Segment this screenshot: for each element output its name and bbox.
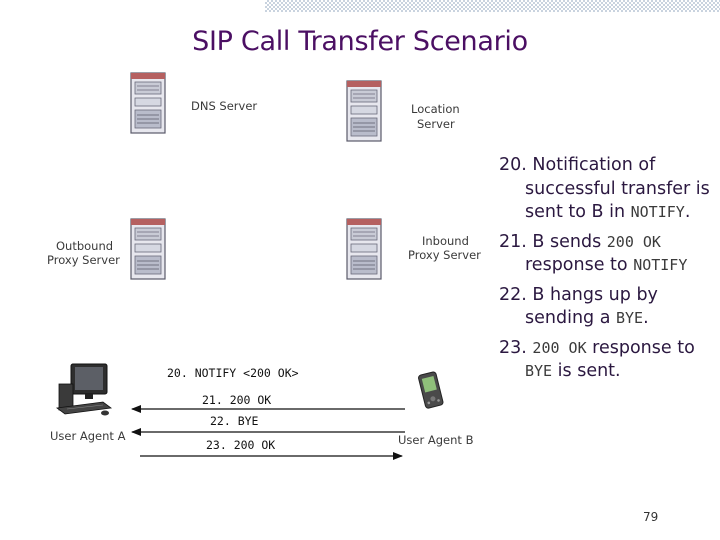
- pda-device-icon: [416, 371, 446, 415]
- step-number: 21.: [499, 231, 527, 252]
- message-20-notify: 20. NOTIFY <200 OK>: [167, 366, 299, 380]
- inbound-proxy-label-line1: Inbound: [422, 234, 469, 248]
- location-server-label-line2: Server: [417, 117, 455, 131]
- message-22-bye: 22. BYE: [210, 414, 259, 428]
- outbound-proxy-label-line1: Outbound: [56, 239, 114, 253]
- step-text: response to: [525, 255, 634, 275]
- step-text: Notification of successful transfer is s…: [525, 155, 710, 222]
- outbound-proxy-label-line2: Proxy Server: [47, 253, 120, 267]
- user-agent-a-label: User Agent A: [50, 429, 126, 443]
- step-number: 20.: [499, 155, 527, 175]
- step-code: BYE: [525, 362, 553, 380]
- dns-server-label: DNS Server: [191, 99, 258, 113]
- step-20: 20. Notification of successful transfer …: [499, 154, 714, 225]
- step-text: response to: [586, 337, 695, 358]
- step-list: 20. Notification of successful transfer …: [499, 154, 714, 390]
- decorative-header-pattern: [265, 0, 720, 12]
- location-server-icon: [346, 80, 382, 146]
- message-21-200-ok: 21. 200 OK: [202, 393, 272, 407]
- outbound-proxy-server-icon: [130, 218, 166, 284]
- step-text: B hangs up by sending a: [525, 284, 658, 329]
- step-code: NOTIFY: [630, 203, 685, 221]
- inbound-proxy-label-line2: Proxy Server: [408, 248, 481, 262]
- step-text: .: [643, 308, 649, 328]
- inbound-proxy-server-icon: [346, 218, 382, 284]
- step-text: is sent.: [552, 361, 621, 381]
- step-code: 200 OK: [606, 232, 661, 251]
- slide-title: SIP Call Transfer Scenario: [192, 26, 528, 57]
- step-number: 22.: [499, 284, 527, 305]
- location-server-label-line1: Location: [411, 102, 460, 116]
- page-number: 79: [643, 510, 659, 524]
- message-23-200-ok: 23. 200 OK: [206, 438, 276, 452]
- step-code: NOTIFY: [633, 256, 688, 274]
- step-code: 200 OK: [532, 338, 587, 357]
- user-agent-b-label: User Agent B: [398, 433, 474, 447]
- desktop-computer-icon: [55, 362, 115, 422]
- step-code: BYE: [616, 309, 644, 327]
- step-text: B sends: [532, 231, 607, 252]
- dns-server-icon: [130, 72, 166, 138]
- step-22: 22. B hangs up by sending a BYE.: [499, 284, 714, 331]
- step-text: .: [684, 202, 691, 222]
- step-number: 23.: [499, 337, 527, 358]
- step-23: 23. 200 OK response to BYE is sent.: [499, 337, 714, 384]
- step-21: 21. B sends 200 OK response to NOTIFY: [499, 231, 714, 278]
